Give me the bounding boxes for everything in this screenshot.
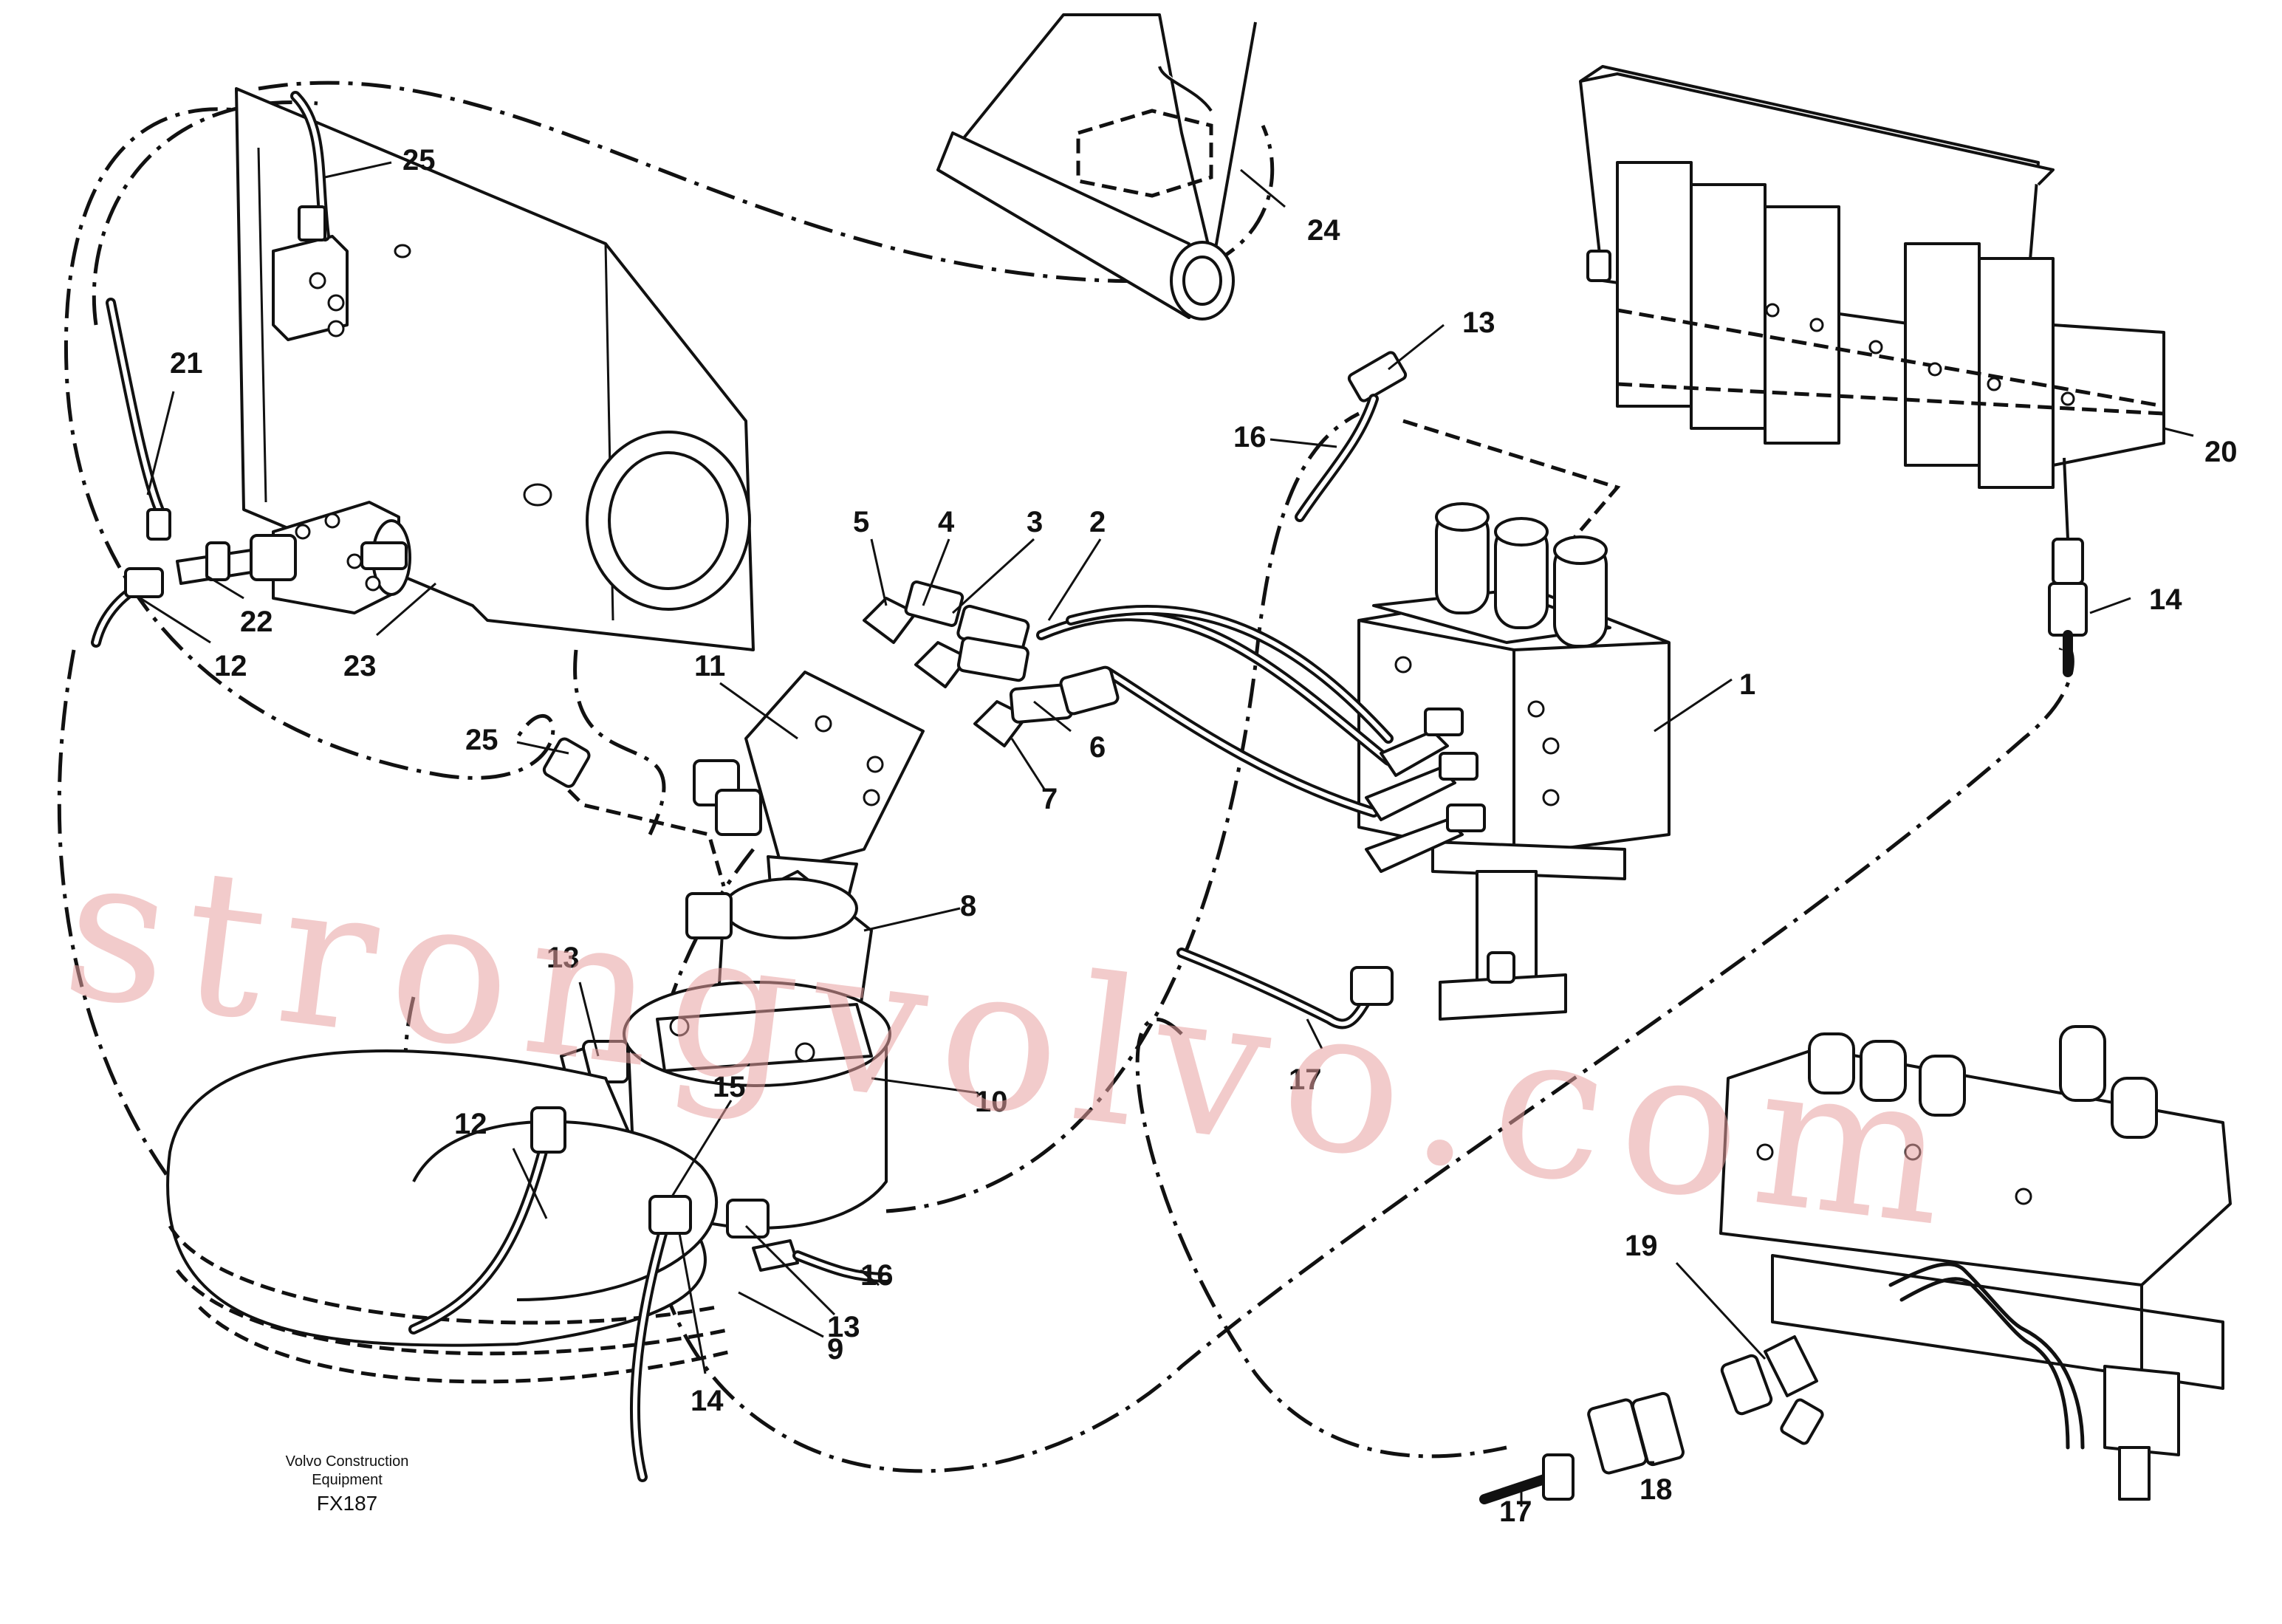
callout-7: 7 (1041, 783, 1058, 815)
pilot-valve-lower (250, 501, 411, 614)
hose-14-right (2048, 457, 2088, 677)
callout-13-top: 13 (1462, 306, 1495, 339)
callout-22: 22 (240, 606, 273, 638)
callout-13-lower: 13 (827, 1311, 860, 1343)
callout-10: 10 (975, 1086, 1008, 1118)
callout-25-middle: 25 (465, 724, 498, 756)
turntable-base (166, 1049, 732, 1384)
boom (936, 13, 1257, 321)
callout-20: 20 (2204, 436, 2238, 468)
callout-8: 8 (960, 890, 976, 922)
callout-12-lower: 12 (454, 1108, 487, 1140)
diagram-footer: Volvo Construction Equipment FX187 (286, 1453, 409, 1515)
callout-3: 3 (1027, 506, 1043, 538)
hoses-pilot (1036, 605, 1486, 873)
hose-16-upper (1295, 351, 1621, 541)
callout-21: 21 (170, 347, 203, 380)
hoses-lower (408, 1106, 891, 1482)
figure-code: FX187 (317, 1492, 378, 1515)
callout-leaders (140, 161, 2194, 1507)
callout-14-right: 14 (2149, 583, 2182, 616)
lower-control-valve (1719, 1025, 2232, 1501)
callout-4: 4 (938, 506, 955, 538)
fittings-upper (863, 580, 1120, 747)
callout-11: 11 (694, 650, 725, 682)
callout-5: 5 (853, 506, 869, 538)
pilot-valve-upper (272, 91, 349, 341)
callout-17-lower: 17 (1499, 1495, 1532, 1528)
hose-25-middle (542, 737, 726, 887)
callout-15: 15 (713, 1071, 746, 1103)
callout-14-lower: 14 (691, 1385, 724, 1417)
callout-9: 9 (827, 1333, 843, 1366)
callouts: 1 2 3 4 5 6 7 8 9 10 11 12 12 13 13 13 1… (170, 144, 2238, 1528)
fittings-lower (1479, 1335, 1824, 1504)
footer-line-1: Volvo Construction (286, 1453, 409, 1470)
hoses-left (91, 298, 253, 648)
callout-18: 18 (1639, 1473, 1673, 1506)
callout-12-left: 12 (214, 650, 247, 682)
callout-16-top: 16 (1233, 421, 1267, 453)
main-control-valve (1579, 65, 2165, 489)
footer-line-2: Equipment (312, 1472, 383, 1488)
callout-6: 6 (1089, 731, 1106, 764)
callout-23: 23 (343, 650, 377, 682)
callout-24: 24 (1307, 214, 1340, 247)
callout-19: 19 (1625, 1230, 1658, 1262)
callout-13-left: 13 (546, 942, 580, 974)
hose-17-upper (1176, 948, 1394, 1029)
callout-16-lower: 16 (860, 1259, 894, 1292)
callout-2: 2 (1089, 506, 1106, 538)
callout-1: 1 (1739, 668, 1755, 701)
callout-25-top: 25 (402, 144, 436, 177)
callout-17-upper: 17 (1289, 1063, 1322, 1096)
